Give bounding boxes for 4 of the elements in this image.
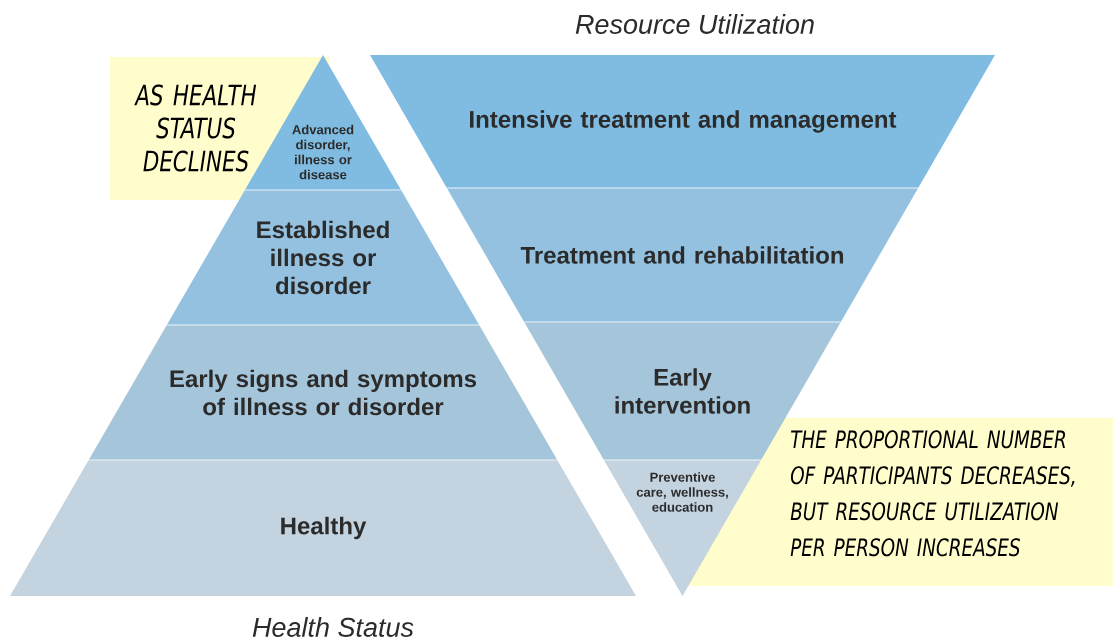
pyramid-band: Early signs and symptoms of illness or disorder (88, 325, 558, 460)
pyramid-band: Established illness or disorder (166, 190, 480, 325)
inverted-pyramid-band: Preventive care, wellness, education (603, 460, 762, 596)
inverted-pyramid-band: Treatment and rehabilitation (446, 188, 919, 322)
